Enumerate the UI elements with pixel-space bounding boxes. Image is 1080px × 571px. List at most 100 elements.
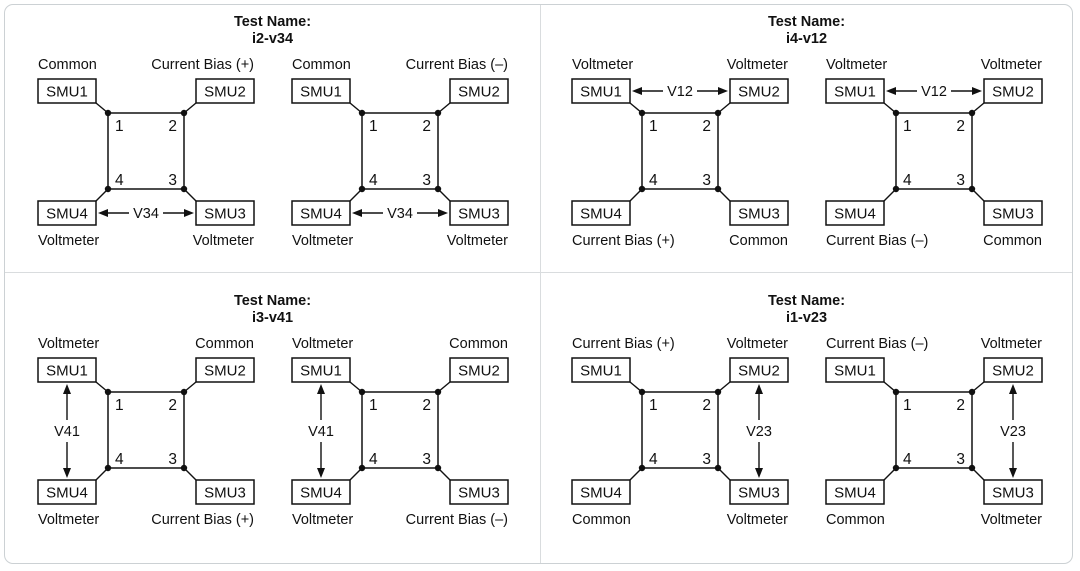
terminal-dot: [714, 464, 721, 472]
arrowhead-icon: [754, 384, 763, 394]
function-label-top-left: Current Bias (+): [572, 336, 675, 352]
terminal-dot: [892, 185, 899, 193]
terminal-number-2: 2: [702, 118, 711, 135]
smu-box-smu1: [36, 78, 97, 104]
terminal-dot: [180, 388, 187, 396]
voltage-arrow-v12: V12: [885, 84, 982, 100]
arrowhead-icon: [183, 209, 194, 217]
sample-square: [640, 112, 719, 190]
function-label-bottom-left: Voltmeter: [38, 512, 99, 528]
smu-box-smu2-label: SMU2: [992, 84, 1034, 101]
smu-box-smu3-label: SMU3: [992, 206, 1034, 223]
terminal-number-1: 1: [649, 397, 658, 414]
terminal-dot: [638, 388, 645, 396]
smu-box-smu2: [982, 357, 1043, 383]
voltage-arrow-label: V41: [54, 424, 80, 440]
arrowhead-icon: [885, 87, 896, 95]
smu-box-smu4-label: SMU4: [580, 206, 622, 223]
function-label-bottom-left: Voltmeter: [292, 512, 353, 528]
terminal-dot: [104, 109, 111, 117]
voltage-arrow-label: V41: [308, 424, 334, 440]
test-id: i4-v12: [785, 31, 828, 47]
smu-box-smu1: [570, 78, 631, 104]
terminal-dot: [434, 388, 441, 396]
test-id: i3-v41: [251, 310, 294, 326]
smu-box-smu1-label: SMU1: [300, 363, 342, 380]
function-label-top-left: Common: [38, 57, 97, 73]
smu-box-smu2: [448, 357, 509, 383]
terminal-number-1: 1: [903, 118, 912, 135]
function-label-top-left: Current Bias (–): [826, 336, 928, 352]
sample-square: [360, 112, 439, 190]
terminal-dot: [968, 388, 975, 396]
smu-box-smu3-label: SMU3: [738, 485, 780, 502]
smu-box-smu3-label: SMU3: [992, 485, 1034, 502]
terminal-dot: [180, 185, 187, 193]
function-label-bottom-left: Current Bias (+): [572, 233, 675, 249]
test-name-label: Test Name:: [233, 14, 312, 30]
test-name-label: Test Name:: [767, 293, 846, 309]
panel-title: Test Name: i4-v12: [541, 14, 1072, 48]
terminal-number-2: 2: [702, 397, 711, 414]
arrowhead-icon: [717, 87, 728, 95]
smu-box-smu1: [36, 357, 97, 383]
function-label-top-left: Common: [292, 57, 351, 73]
smu-box-smu2-label: SMU2: [458, 84, 500, 101]
smu-box-smu4: [824, 200, 885, 226]
arrowhead-icon: [97, 209, 108, 217]
smu-box-smu3: [448, 479, 509, 505]
function-label-top-right: Common: [195, 336, 254, 352]
terminal-number-3: 3: [702, 172, 711, 189]
smu-box-smu3: [194, 479, 255, 505]
smu-box-smu4-label: SMU4: [46, 485, 88, 502]
smu-box-smu1-label: SMU1: [834, 84, 876, 101]
arrowhead-icon: [62, 468, 71, 478]
arrowhead-icon: [1008, 468, 1017, 478]
voltage-arrow-v23: V23: [746, 384, 772, 478]
function-label-top-right: Voltmeter: [980, 57, 1041, 73]
voltage-arrow-label: V23: [746, 424, 772, 440]
smu-box-smu4-label: SMU4: [300, 206, 342, 223]
smu-box-smu4: [570, 479, 631, 505]
terminal-number-4: 4: [649, 172, 658, 189]
terminal-number-1: 1: [115, 118, 124, 135]
test-panel-i1-v23: Test Name: i1-v23 Current Bias (+)Voltme…: [541, 273, 1072, 563]
smu-box-smu3: [982, 200, 1043, 226]
terminal-dot: [968, 185, 975, 193]
function-label-bottom-left: Voltmeter: [292, 233, 353, 249]
smu-box-smu4: [824, 479, 885, 505]
terminal-dot: [104, 388, 111, 396]
function-label-bottom-left: Common: [572, 512, 631, 528]
terminal-number-3: 3: [168, 451, 177, 468]
smu-box-smu2-label: SMU2: [204, 363, 246, 380]
smu-box-smu1: [290, 78, 351, 104]
terminal-dot: [892, 464, 899, 472]
smu-box-smu4: [290, 200, 351, 226]
voltage-arrow-v34: V34: [97, 206, 194, 222]
smu-box-smu4: [36, 200, 97, 226]
terminal-dot: [968, 109, 975, 117]
terminal-number-3: 3: [168, 172, 177, 189]
test-id: i1-v23: [785, 310, 828, 326]
smu-box-smu4: [36, 479, 97, 505]
arrowhead-icon: [437, 209, 448, 217]
terminal-number-4: 4: [649, 451, 658, 468]
sample-square: [106, 112, 185, 190]
smu-box-smu2-label: SMU2: [204, 84, 246, 101]
function-label-bottom-right: Current Bias (–): [405, 512, 507, 528]
smu-box-smu3: [728, 200, 789, 226]
terminal-dot: [358, 109, 365, 117]
arrowhead-icon: [62, 384, 71, 394]
sample-square: [106, 391, 185, 469]
